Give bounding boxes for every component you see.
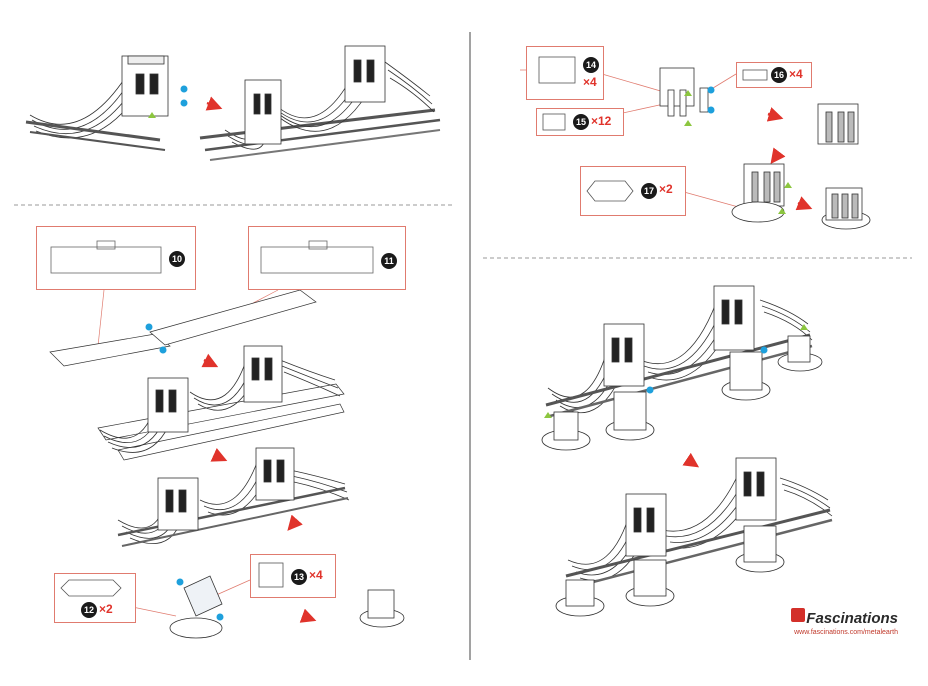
- part-16-quantity: ×4: [789, 67, 803, 81]
- part-12-quantity: ×2: [99, 602, 113, 616]
- callout-part-15: 15 ×12: [536, 108, 624, 136]
- callout-part-11: 11: [248, 226, 406, 290]
- part-number-16: 16: [771, 67, 787, 83]
- road-deck-step: [49, 289, 345, 461]
- brand-name: Fascinations: [806, 610, 898, 627]
- part-number-11: 11: [381, 253, 397, 269]
- tower-base-step: [683, 163, 871, 230]
- bridge-half-assembly-1-result: [199, 45, 441, 161]
- part-number-17: 17: [641, 183, 657, 199]
- blue-dots: [145, 85, 768, 621]
- brand-url: www.fascinations.com/metalearth: [794, 629, 898, 636]
- callout-part-17: 17 ×2: [580, 166, 686, 216]
- part-14-quantity: ×4: [583, 75, 597, 89]
- part-13-quantity: ×4: [309, 568, 323, 582]
- part-15-quantity: ×12: [591, 114, 612, 128]
- callout-part-13: 13 ×4: [250, 554, 336, 598]
- callout-part-12: 12 ×2: [54, 573, 136, 623]
- brand-logo: Fascinations: [768, 608, 898, 627]
- bridge-half-assembly-1: [25, 55, 169, 151]
- part-number-10: 10: [169, 251, 185, 267]
- part-number-12: 12: [81, 602, 97, 618]
- part-number-13: 13: [291, 569, 307, 585]
- tower-parts-step: [520, 67, 859, 145]
- final-assembly-result: [555, 457, 833, 617]
- callout-part-16: 16 ×4: [736, 62, 812, 88]
- part-number-15: 15: [573, 114, 589, 130]
- callout-part-10: 10: [36, 226, 196, 290]
- brand-mark-icon: [791, 608, 806, 622]
- step-arrows: [201, 96, 813, 623]
- part-17-quantity: ×2: [659, 182, 673, 196]
- pier-step: [117, 575, 405, 639]
- full-bridge-step-3: [117, 447, 350, 547]
- brand-block: Fascinations www.fascinations.com/metale…: [768, 608, 898, 636]
- callout-part-14: 14 ×4: [526, 46, 604, 100]
- final-assembly: [541, 285, 823, 451]
- green-triangles: [148, 90, 808, 418]
- part-number-14: 14: [583, 57, 599, 73]
- full-bridge-step-2: [99, 345, 341, 453]
